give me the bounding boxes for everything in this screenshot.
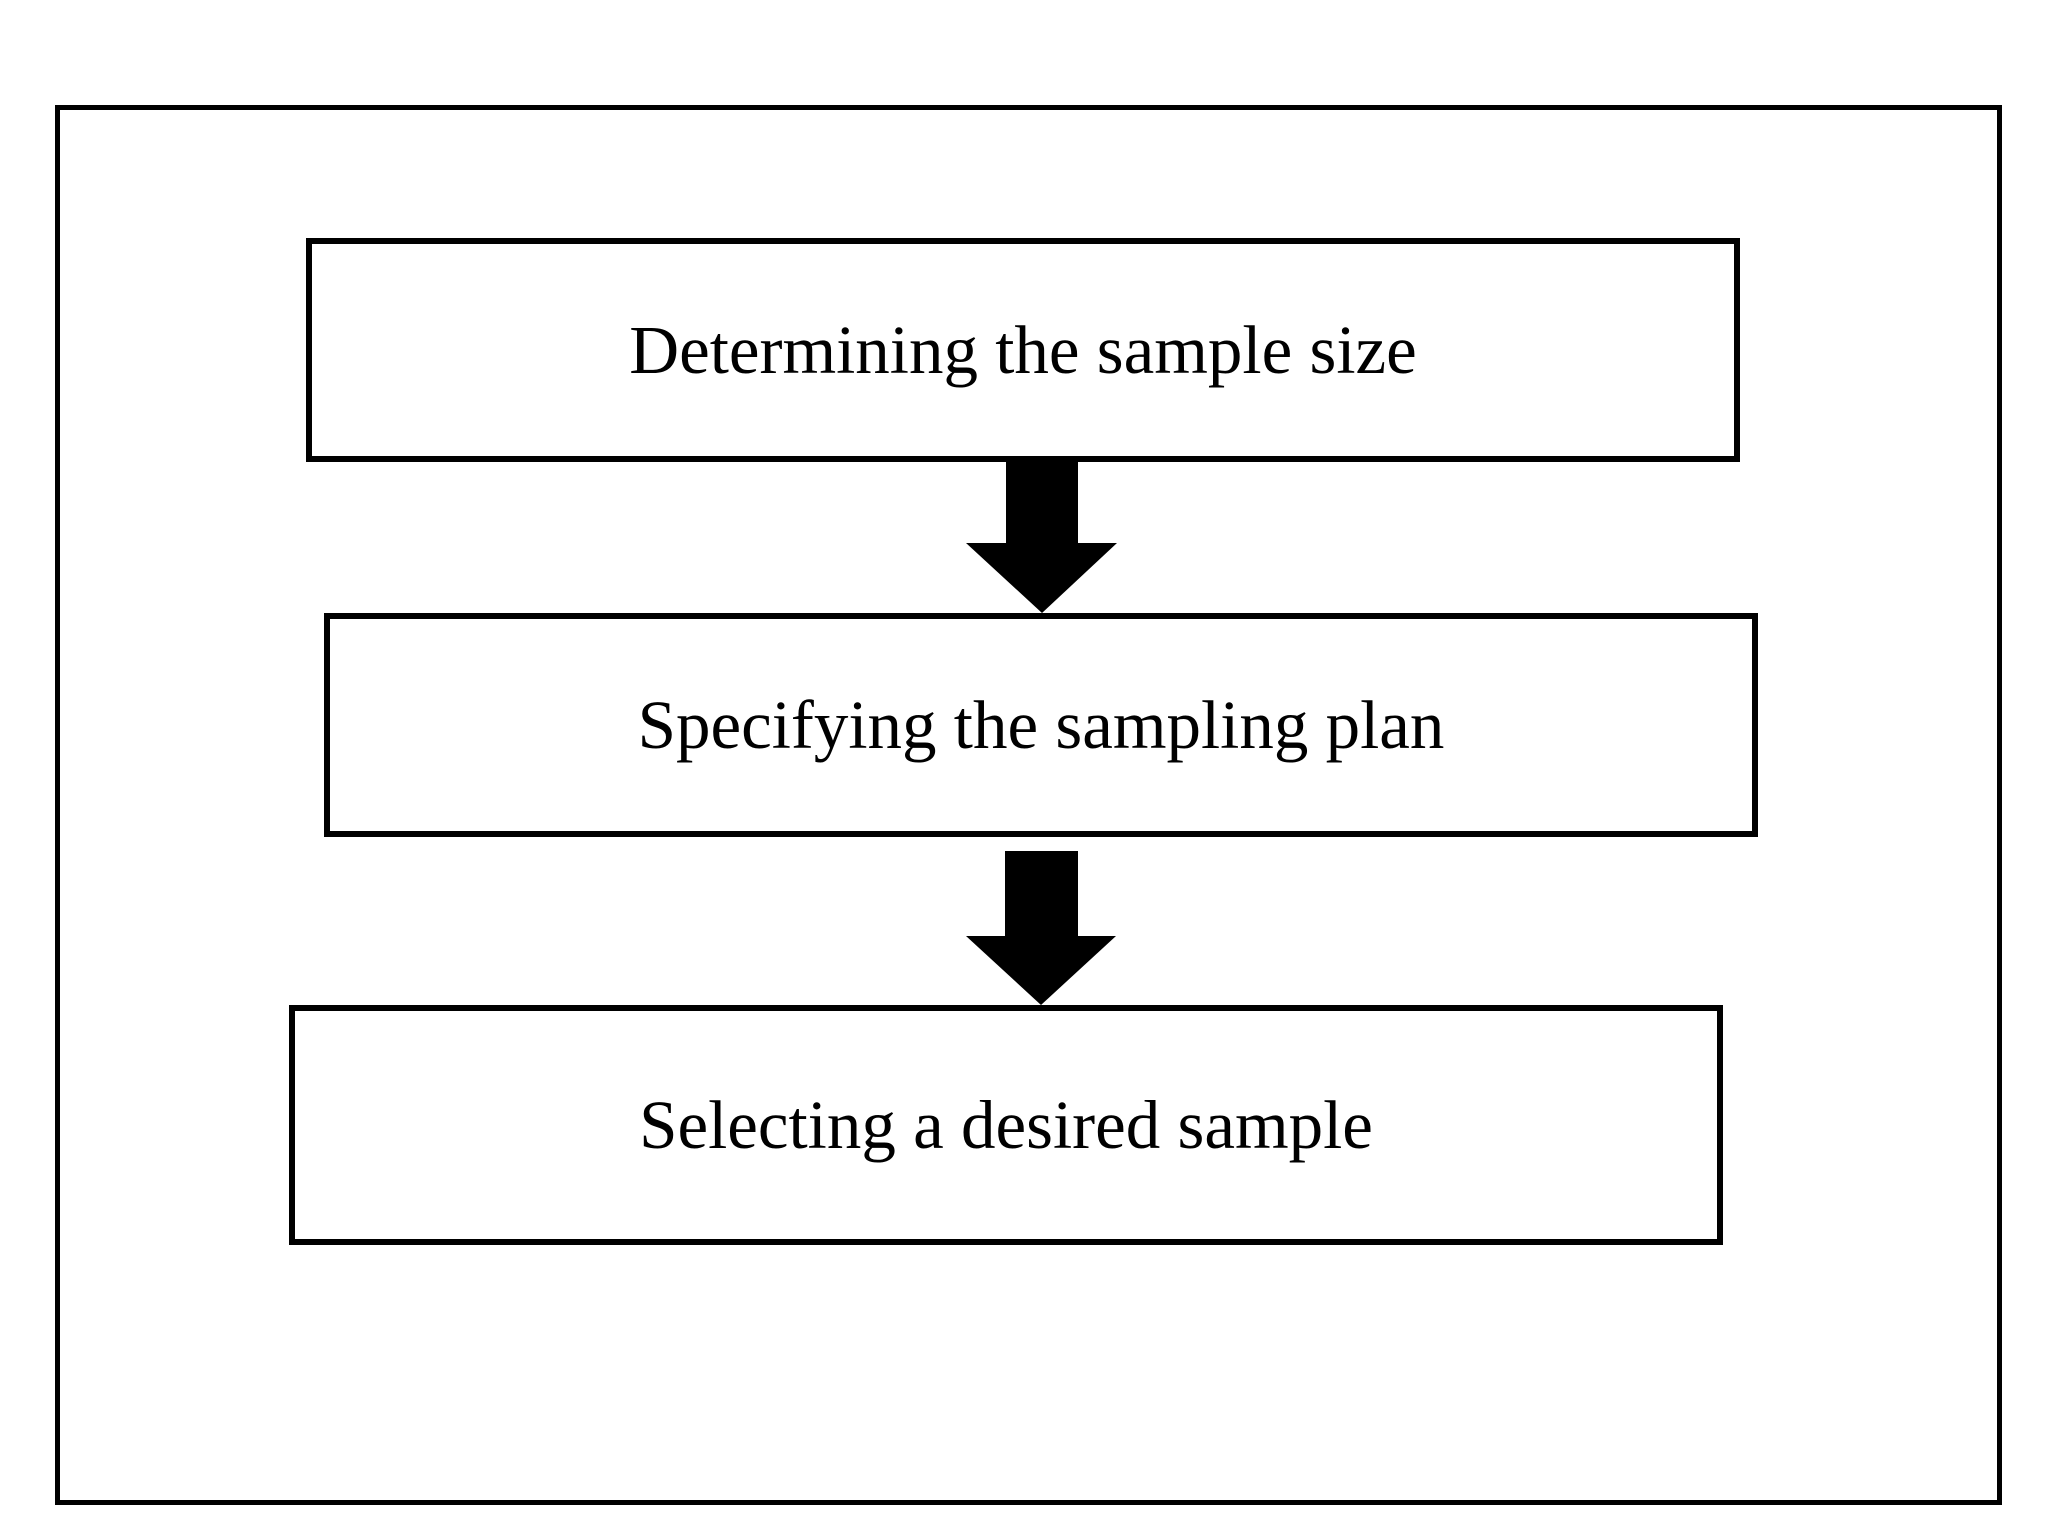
down-arrow-shape-2 (966, 851, 1116, 1005)
step-box-selecting-desired-sample: Selecting a desired sample (289, 1005, 1723, 1245)
step-box-specifying-sampling-plan: Specifying the sampling plan (324, 613, 1758, 837)
step-box-determining-sample-size: Determining the sample size (306, 238, 1740, 462)
down-arrow-icon-2 (966, 851, 1116, 1005)
down-arrow-shape-1 (966, 458, 1117, 613)
down-arrow-icon-1 (966, 458, 1117, 613)
step-label-specifying-sampling-plan: Specifying the sampling plan (637, 686, 1445, 763)
step-label-selecting-desired-sample: Selecting a desired sample (639, 1086, 1373, 1163)
step-label-determining-sample-size: Determining the sample size (629, 311, 1417, 388)
